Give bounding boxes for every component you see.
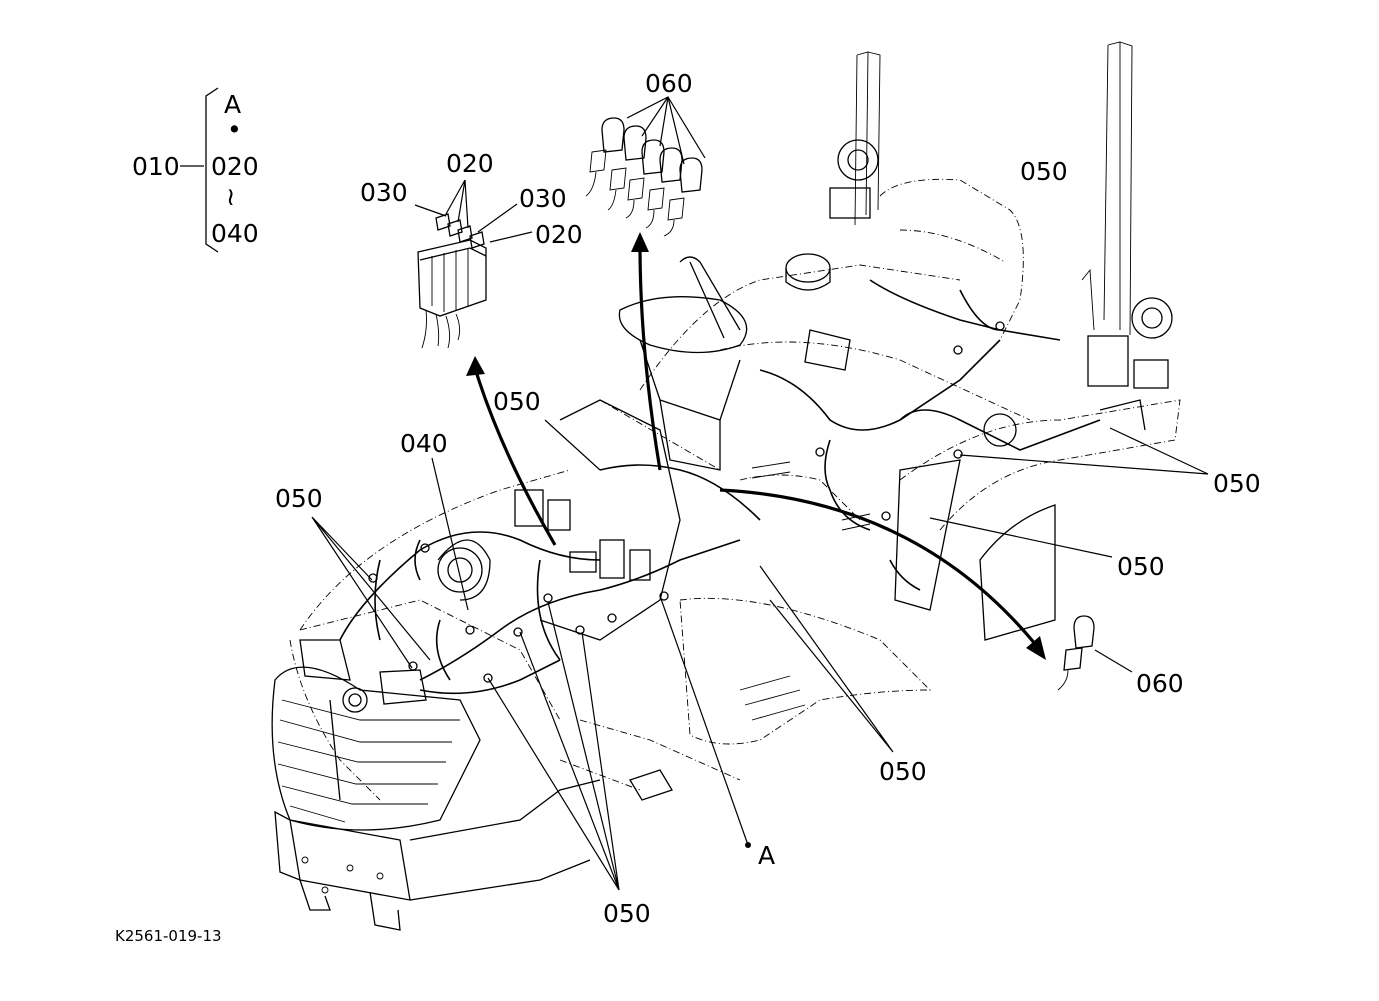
callout-050-center: 050	[493, 387, 541, 416]
group-item-dot: •	[227, 115, 242, 144]
figure-code: K2561-019-13	[115, 927, 222, 945]
group-item-020: 020	[211, 152, 259, 181]
callout-labels: 060 020 030 030 020 050 040 050 050 050 …	[275, 69, 1261, 928]
wiring-harness	[339, 279, 1101, 695]
callout-050-bottom-right: 050	[879, 757, 927, 786]
callout-060-right: 060	[1136, 669, 1184, 698]
part-group-bracket: 010 A • 020 ≀ 040	[132, 87, 259, 253]
callout-050-left: 050	[275, 484, 323, 513]
group-item-a: A	[224, 90, 241, 119]
callout-050-bottom: 050	[603, 899, 651, 928]
relay-block-020-030	[417, 213, 487, 349]
leader-lines	[311, 96, 1209, 891]
fuse-single-060	[1057, 615, 1095, 691]
callout-030-left: 030	[360, 178, 408, 207]
group-parent-label: 010	[132, 152, 180, 181]
bracket-brace	[205, 87, 219, 253]
callout-060-top: 060	[645, 69, 693, 98]
harness-clamps	[368, 321, 1005, 683]
group-item-040: 040	[211, 219, 259, 248]
callout-020-right: 020	[535, 220, 583, 249]
ref-point-dot	[745, 842, 751, 848]
callout-020-top: 020	[446, 149, 494, 178]
rops-frame	[854, 41, 1133, 336]
tractor-body	[271, 139, 1181, 931]
callout-040: 040	[400, 429, 448, 458]
callout-050-right-mid: 050	[1117, 552, 1165, 581]
exploded-view-arrows	[466, 232, 1046, 660]
fuse-set-060	[585, 117, 703, 237]
callout-030-right: 030	[519, 184, 567, 213]
ref-label-a: A	[758, 841, 775, 870]
callout-050-right-upper: 050	[1213, 469, 1261, 498]
group-item-range: ≀	[226, 182, 235, 211]
callout-050-top-right: 050	[1020, 157, 1068, 186]
